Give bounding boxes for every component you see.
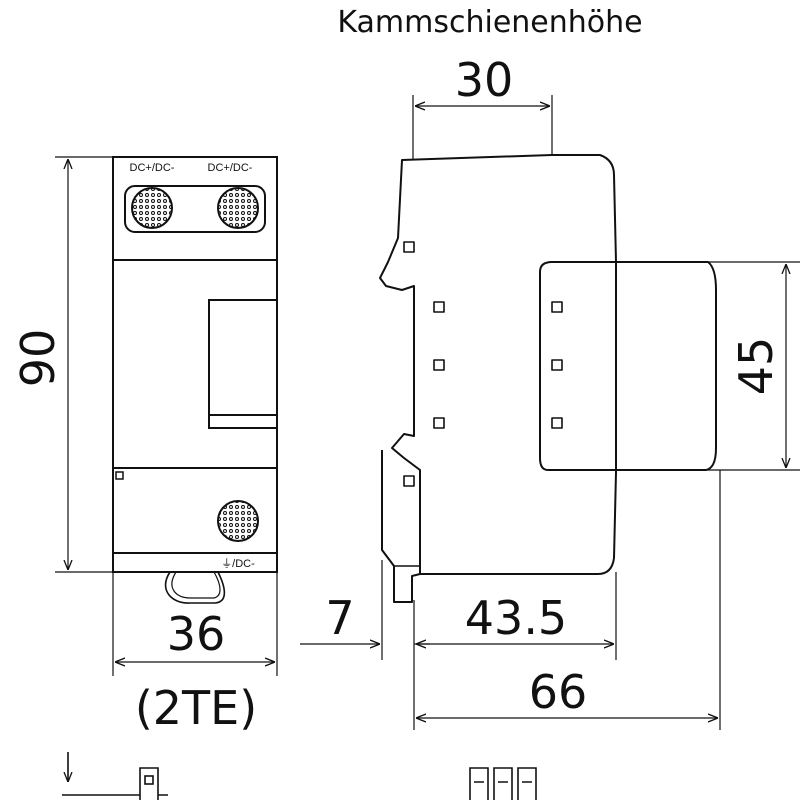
bottom-symbols — [62, 752, 537, 800]
dim-rail-offset-label: 7 — [325, 591, 354, 645]
dim-top-label: 30 — [455, 53, 514, 107]
front-indicator-icon — [115, 471, 124, 480]
side-lower-clip — [381, 450, 421, 603]
dim-module-height-label: 45 — [729, 337, 783, 396]
module-marker-square — [551, 359, 563, 371]
front-top-terminal-strip — [124, 185, 266, 233]
module-marker-square — [551, 417, 563, 429]
side-view — [379, 154, 717, 603]
side-plugin-module — [539, 261, 717, 471]
front-view — [112, 156, 278, 604]
terminal-bottom-icon — [217, 500, 259, 542]
dim-width-label: 36 — [167, 607, 226, 661]
dim-total-depth-label: 66 — [529, 665, 588, 719]
terminal-label-top-right: DC+/DC- — [208, 162, 253, 174]
dim-module-depth-label: 43.5 — [465, 591, 567, 645]
front-window — [208, 299, 278, 429]
terminal-label-bottom: ⏚/DC- — [221, 557, 255, 570]
dim-width-unit-note: (2TE) — [135, 681, 257, 735]
bottom-connector-icon — [139, 767, 159, 800]
terminal-top-right-icon — [217, 187, 259, 229]
side-marker-square — [403, 475, 415, 487]
dim-height-label: 90 — [11, 329, 65, 388]
side-base-body — [379, 154, 617, 575]
title-kammschienenhoehe: Kammschienenhöhe — [337, 5, 642, 40]
bottom-connector-square — [144, 775, 154, 785]
front-dimensions — [55, 156, 278, 676]
side-marker-square — [403, 241, 415, 253]
side-marker-square — [433, 359, 445, 371]
side-marker-square — [433, 301, 445, 313]
side-marker-square — [433, 417, 445, 429]
din-clip-wire-inner — [171, 571, 221, 599]
bottom-comb-busbar-icon — [469, 767, 537, 800]
terminal-label-top-left: DC+/DC- — [130, 162, 175, 174]
module-marker-square — [551, 301, 563, 313]
din-clip-wire — [164, 571, 226, 604]
terminal-top-left-icon — [131, 187, 173, 229]
side-dimensions — [300, 95, 800, 730]
